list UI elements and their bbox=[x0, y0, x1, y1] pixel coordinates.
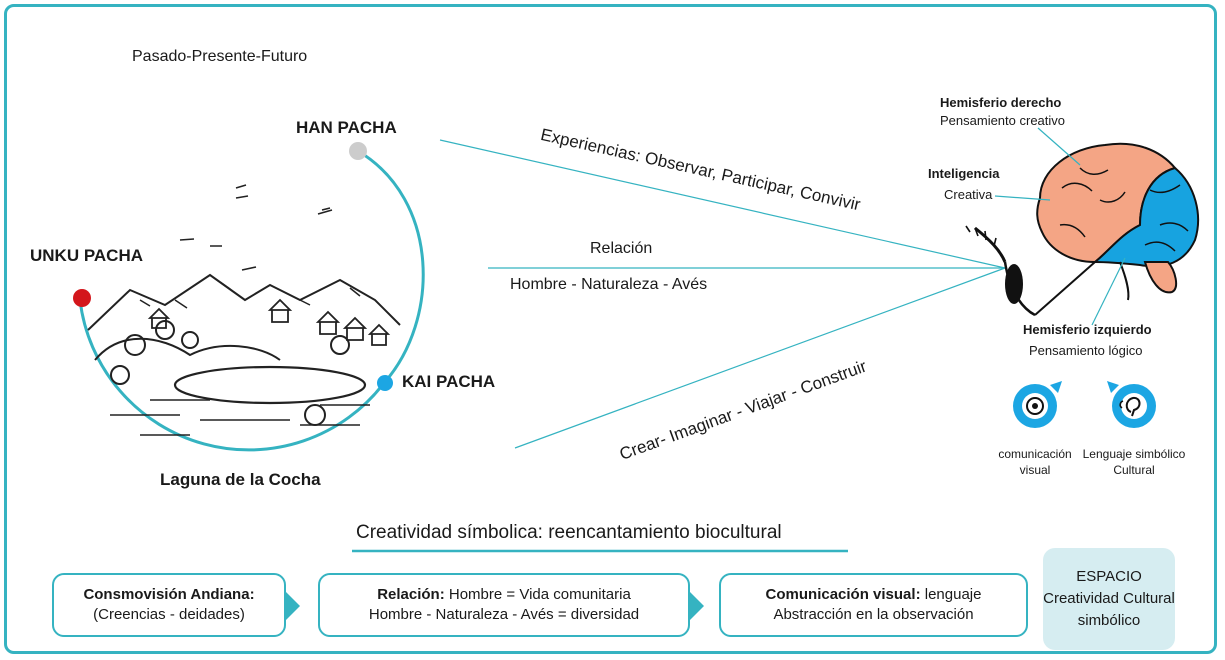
laguna-label: Laguna de la Cocha bbox=[160, 470, 321, 489]
unku-pacha-dot bbox=[73, 289, 91, 307]
laguna-illustration bbox=[73, 142, 425, 452]
symbolic-language-icon bbox=[1107, 381, 1156, 428]
han-pacha-label: HAN PACHA bbox=[296, 118, 397, 137]
han-pacha-dot bbox=[349, 142, 367, 160]
hemisferio-izquierdo-title: Hemisferio izquierdo bbox=[1023, 322, 1152, 337]
hombre-naturaleza-label: Hombre - Naturaleza - Avés bbox=[510, 276, 708, 293]
inteligencia-sub: Creativa bbox=[944, 187, 993, 202]
arrow-2 bbox=[688, 590, 704, 622]
main-title: Creatividad símbolica: reencantamiento b… bbox=[356, 522, 782, 543]
pasado-presente-futuro-label: Pasado-Presente-Futuro bbox=[132, 48, 308, 65]
hemisferio-izquierdo-sub: Pensamiento lógico bbox=[1029, 343, 1143, 358]
diagram-frame bbox=[4, 4, 1217, 654]
hemisferio-derecho-sub: Pensamiento creativo bbox=[940, 113, 1066, 128]
inteligencia-title: Inteligencia bbox=[928, 166, 1000, 181]
comunicacion-visual-caption: comunicación visual bbox=[998, 447, 1072, 477]
arrow-1 bbox=[284, 590, 300, 622]
kai-pacha-dot bbox=[377, 375, 393, 391]
visual-communication-icon bbox=[1013, 381, 1062, 428]
espacio-box: ESPACIO Creatividad Cultural simbólico bbox=[1043, 548, 1175, 650]
connector-crear bbox=[514, 267, 1006, 449]
cosmovision-box: Consmovisión Andiana: (Creencias - deida… bbox=[52, 573, 286, 637]
brain-eye-illustration bbox=[965, 127, 1199, 428]
relacion-label: Relación bbox=[590, 240, 653, 257]
kai-pacha-label: KAI PACHA bbox=[402, 372, 496, 391]
relacion-box: Relación: Hombre = Vida comunitaria Homb… bbox=[318, 573, 690, 637]
unku-pacha-label: UNKU PACHA bbox=[30, 246, 144, 265]
connector-experiencias bbox=[439, 139, 1006, 269]
hemisferio-derecho-title: Hemisferio derecho bbox=[940, 95, 1062, 110]
comunicacion-box: Comunicación visual: lenguaje Abstracció… bbox=[719, 573, 1028, 637]
lenguaje-simbolico-caption: Lenguaje simbólico Cultural bbox=[1082, 447, 1186, 477]
